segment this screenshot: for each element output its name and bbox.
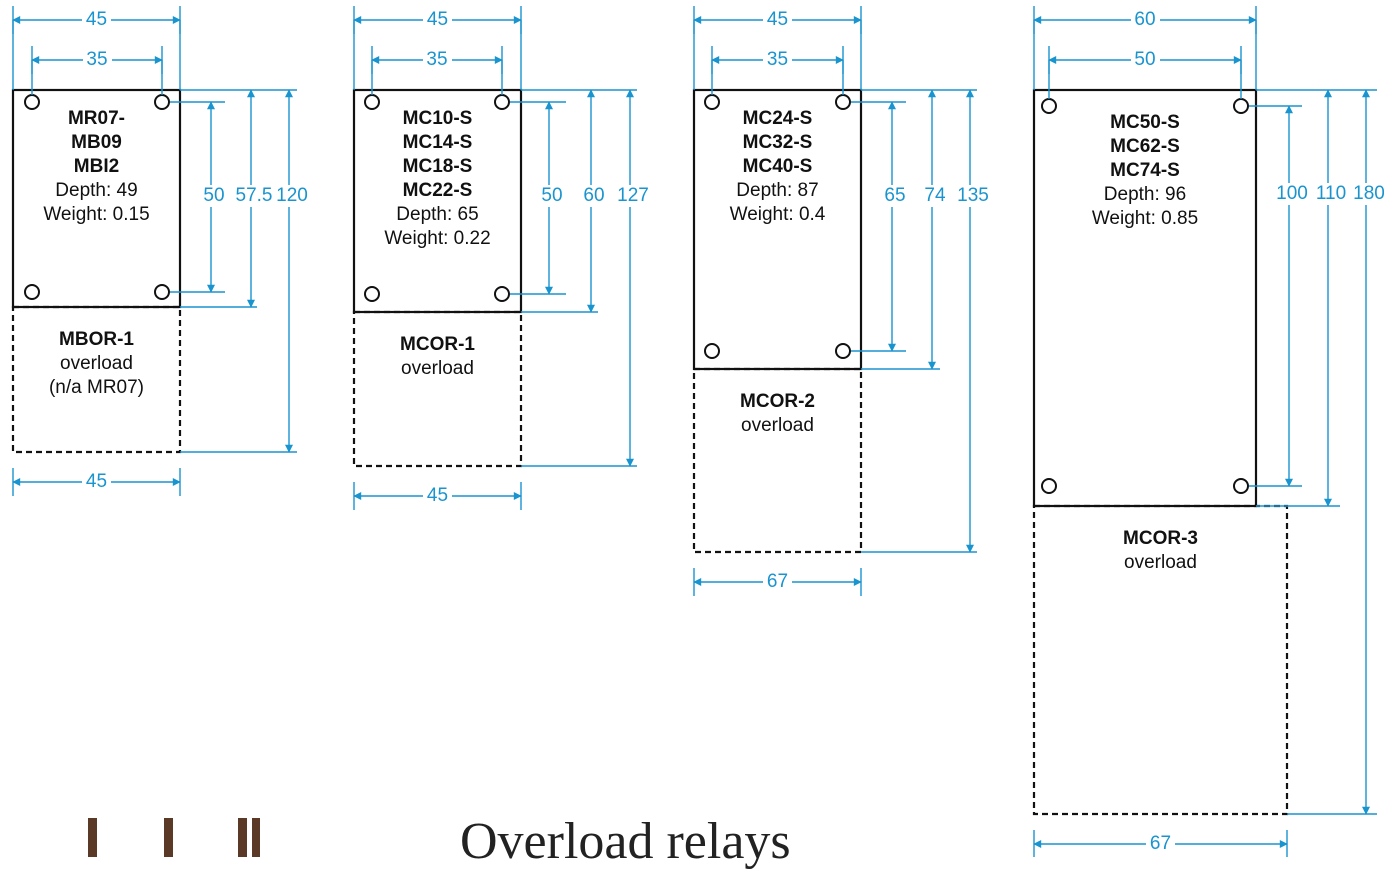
mounting-hole bbox=[1233, 98, 1249, 114]
diagram-2-body-height-label: 60 bbox=[579, 185, 609, 207]
diagram-1-overload-line: overload bbox=[60, 353, 133, 374]
diagram-3-overload-model: MCOR-2 bbox=[740, 391, 815, 412]
diagram-2-model-label: MC18-S bbox=[402, 156, 473, 177]
diagram-3-hole-height-label: 65 bbox=[880, 185, 910, 207]
mounting-hole bbox=[1041, 98, 1057, 114]
mounting-hole bbox=[704, 343, 720, 359]
relay-terminal-photo bbox=[238, 818, 247, 857]
diagram-3-top-width-label: 45 bbox=[763, 9, 792, 31]
diagram-4-hole-width-label: 50 bbox=[1130, 49, 1160, 71]
diagram-4-hole-height-label: 100 bbox=[1272, 183, 1312, 205]
diagram-1-overload-line: (n/a MR07) bbox=[48, 377, 145, 398]
diagram-2-weight-label: Weight: 0.22 bbox=[384, 228, 491, 249]
diagram-1-model-label: MB09 bbox=[71, 132, 122, 153]
diagram-1-model-label: MBI2 bbox=[73, 156, 120, 177]
diagram-4-total-height-label: 180 bbox=[1349, 183, 1384, 205]
diagram-4-model-label: MC74-S bbox=[1110, 160, 1180, 181]
diagram-1-hole-width-label: 35 bbox=[82, 49, 112, 71]
diagram-4-bottom-width-label: 67 bbox=[1146, 833, 1175, 855]
diagram-4-depth-label: Depth: 96 bbox=[1103, 184, 1187, 205]
diagram-3-model-label: MC24-S bbox=[742, 108, 813, 129]
diagram-3-depth-label: Depth: 87 bbox=[736, 180, 819, 201]
diagram-3-body-height-label: 74 bbox=[920, 185, 950, 207]
diagram-4-top-width-label: 60 bbox=[1130, 9, 1160, 31]
diagram-1-top-width-label: 45 bbox=[82, 9, 111, 31]
diagram-2-hole-width-label: 35 bbox=[422, 49, 452, 71]
diagram-2-total-height-label: 127 bbox=[613, 185, 653, 207]
diagram-3-model-label: MC40-S bbox=[742, 156, 813, 177]
diagram-2-overload-line: overload bbox=[401, 358, 474, 379]
mounting-hole bbox=[24, 94, 40, 110]
diagram-2-depth-label: Depth: 65 bbox=[396, 204, 479, 225]
diagram-4-overload-model: MCOR-3 bbox=[1123, 528, 1198, 549]
diagram-1-body-height-label: 57.5 bbox=[231, 185, 277, 207]
mounting-hole bbox=[24, 284, 40, 300]
diagram-3-overload-outline bbox=[692, 367, 863, 554]
diagram-2-model-label: MC10-S bbox=[402, 108, 473, 129]
diagram-1-overload-model: MBOR-1 bbox=[59, 329, 134, 350]
mounting-hole bbox=[1233, 478, 1249, 494]
diagram-1-total-height-label: 120 bbox=[272, 185, 312, 207]
diagram-2-bottom-width-label: 45 bbox=[423, 485, 452, 507]
diagram-4-overload-line: overload bbox=[1124, 552, 1197, 573]
diagram-2-model-label: MC22-S bbox=[402, 180, 473, 201]
mounting-hole bbox=[364, 286, 380, 302]
relay-terminal-photo bbox=[88, 818, 97, 857]
diagram-4-body-height-label: 110 bbox=[1312, 183, 1350, 205]
relay-terminal-photo bbox=[252, 818, 260, 857]
diagram-3-overload-line: overload bbox=[741, 415, 814, 436]
mounting-hole bbox=[494, 286, 510, 302]
footer-title: Overload relays bbox=[460, 813, 791, 870]
mounting-hole bbox=[835, 343, 851, 359]
diagram-3-total-height-label: 135 bbox=[953, 185, 993, 207]
diagram-3-bottom-width-label: 67 bbox=[763, 571, 792, 593]
diagram-1-depth-label: Depth: 49 bbox=[55, 180, 138, 201]
mounting-hole bbox=[835, 94, 851, 110]
diagram-1-bottom-width-label: 45 bbox=[82, 471, 111, 493]
mounting-hole bbox=[704, 94, 720, 110]
diagram-2-overload-outline bbox=[352, 310, 523, 468]
diagram-4-model-label: MC50-S bbox=[1110, 112, 1180, 133]
mounting-hole bbox=[494, 94, 510, 110]
mounting-hole bbox=[154, 94, 170, 110]
diagram-2-top-width-label: 45 bbox=[423, 9, 452, 31]
diagram-3-hole-width-label: 35 bbox=[763, 49, 792, 71]
diagram-4-weight-label: Weight: 0.85 bbox=[1091, 208, 1199, 229]
diagram-1-hole-height-label: 50 bbox=[199, 185, 229, 207]
mounting-hole bbox=[154, 284, 170, 300]
diagram-1-weight-label: Weight: 0.15 bbox=[43, 204, 150, 225]
mounting-hole bbox=[1041, 478, 1057, 494]
diagram-4-model-label: MC62-S bbox=[1110, 136, 1180, 157]
diagram-3-model-label: MC32-S bbox=[742, 132, 813, 153]
relay-terminal-photo bbox=[164, 818, 173, 857]
diagram-1-model-label: MR07- bbox=[67, 108, 125, 129]
diagram-2-overload-model: MCOR-1 bbox=[400, 334, 475, 355]
mounting-hole bbox=[364, 94, 380, 110]
diagram-1-overload-outline bbox=[11, 305, 182, 454]
diagram-2-model-label: MC14-S bbox=[402, 132, 473, 153]
diagram-2-hole-height-label: 50 bbox=[537, 185, 567, 207]
diagram-3-weight-label: Weight: 0.4 bbox=[729, 204, 826, 225]
